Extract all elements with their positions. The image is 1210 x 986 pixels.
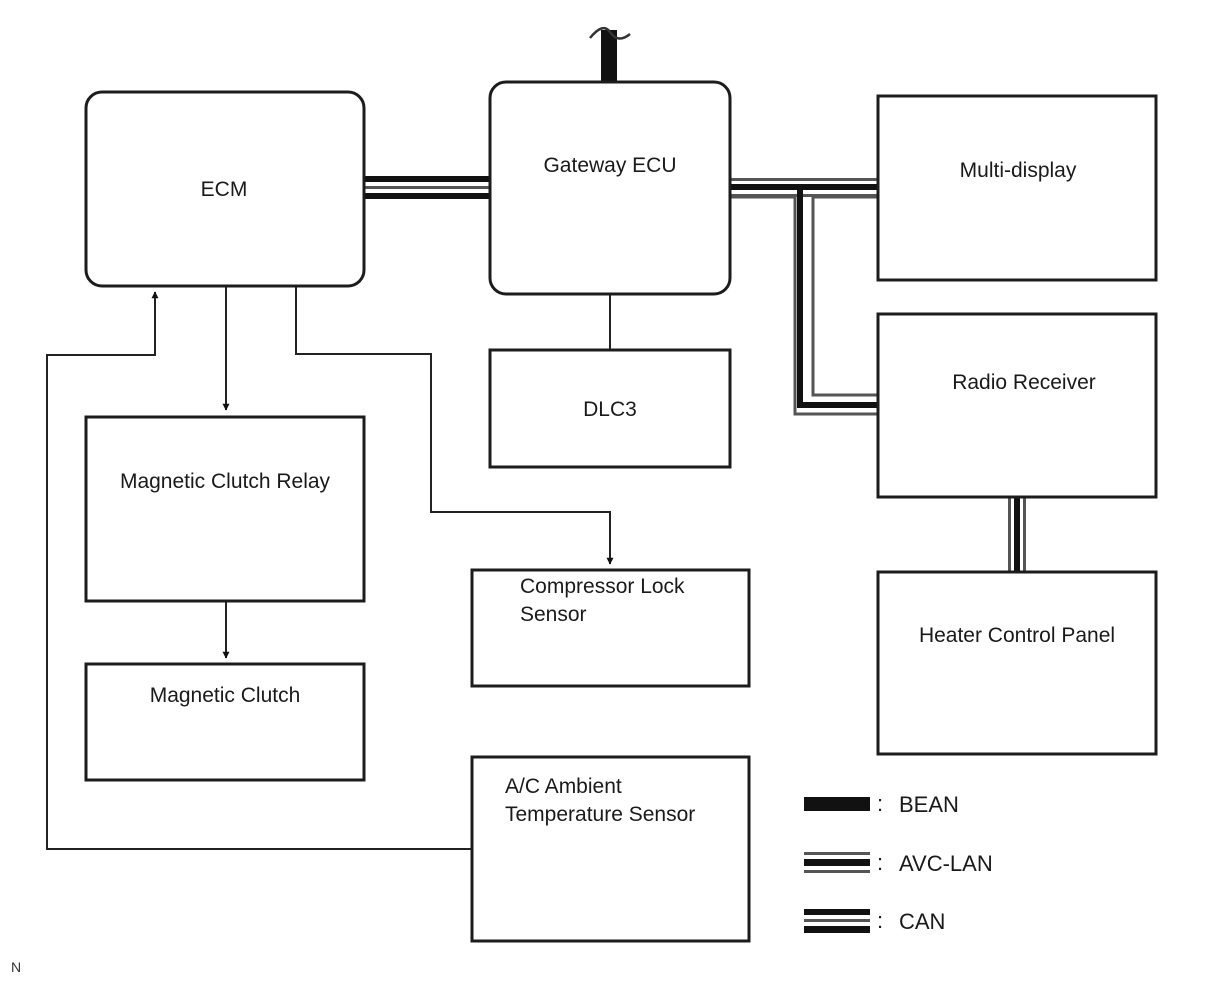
can-line-ecm-gateway bbox=[364, 176, 490, 199]
bean-line-swatch bbox=[804, 797, 870, 811]
ecm-label: ECM bbox=[201, 178, 248, 201]
legend-label-bean: BEAN bbox=[899, 792, 959, 817]
compressor-lock-sensor-label-line1: Compressor Lock bbox=[520, 575, 685, 598]
radio-receiver-label: Radio Receiver bbox=[952, 371, 1096, 394]
legend-item-can: : CAN bbox=[804, 908, 945, 934]
ambient-temp-sensor-label-line1: A/C Ambient bbox=[505, 775, 622, 798]
legend-label-can: CAN bbox=[899, 909, 945, 934]
legend-item-bean: : BEAN bbox=[804, 791, 959, 817]
break-symbol-icon bbox=[589, 26, 631, 40]
can-line-swatch bbox=[804, 909, 870, 933]
multi-display-label: Multi-display bbox=[960, 159, 1077, 182]
ecm-box[interactable]: ECM bbox=[84, 90, 366, 288]
legend-separator: : bbox=[877, 791, 883, 816]
gateway-ecu-box[interactable]: Gateway ECU bbox=[488, 80, 732, 296]
compressor-lock-sensor-box[interactable]: Compressor Lock Sensor bbox=[470, 568, 751, 688]
corner-mark: N bbox=[11, 959, 21, 975]
legend: : BEAN : AVC-LAN : CAN bbox=[804, 791, 993, 934]
ambient-temp-sensor-box[interactable]: A/C Ambient Temperature Sensor bbox=[470, 755, 751, 943]
wire-ecm-compressor-lock bbox=[295, 286, 614, 565]
magnetic-clutch-relay-label: Magnetic Clutch Relay bbox=[120, 470, 331, 493]
ambient-temp-sensor-label-line2: Temperature Sensor bbox=[505, 803, 695, 826]
legend-separator: : bbox=[877, 850, 883, 875]
avc-line-gateway-multidisplay bbox=[730, 178, 880, 197]
avc-line-gateway-radio bbox=[730, 190, 880, 416]
dlc3-box[interactable]: DLC3 bbox=[488, 348, 732, 469]
bean-line-offpage bbox=[589, 26, 631, 84]
legend-separator: : bbox=[877, 908, 883, 933]
avc-line-radio-heater bbox=[1008, 497, 1026, 572]
magnetic-clutch-label: Magnetic Clutch bbox=[150, 684, 301, 707]
legend-item-avc-lan: : AVC-LAN bbox=[804, 850, 993, 876]
gateway-ecu-label: Gateway ECU bbox=[543, 154, 676, 177]
avc-lan-line-swatch bbox=[804, 852, 870, 873]
magnetic-clutch-box[interactable]: Magnetic Clutch bbox=[84, 662, 366, 782]
multi-display-box[interactable]: Multi-display bbox=[876, 94, 1158, 282]
legend-label-avc-lan: AVC-LAN bbox=[899, 851, 993, 876]
wire-ambient-ecm bbox=[46, 291, 472, 850]
dlc3-label: DLC3 bbox=[583, 398, 637, 421]
radio-receiver-box[interactable]: Radio Receiver bbox=[876, 312, 1158, 499]
magnetic-clutch-relay-box[interactable]: Magnetic Clutch Relay bbox=[84, 415, 366, 603]
heater-control-panel-box[interactable]: Heater Control Panel bbox=[876, 570, 1158, 756]
heater-control-panel-label: Heater Control Panel bbox=[919, 624, 1115, 647]
compressor-lock-sensor-label-line2: Sensor bbox=[520, 603, 587, 626]
